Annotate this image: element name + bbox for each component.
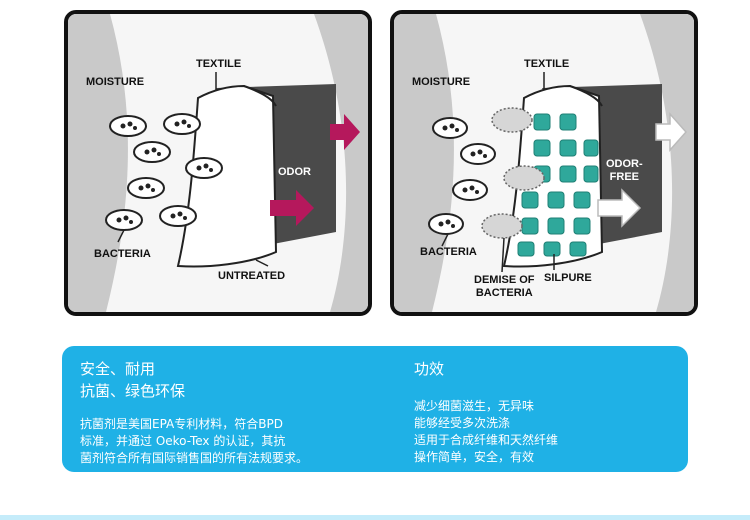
- demise-cloud-icons: [481, 107, 545, 239]
- effects-list-item: 能够经受多次洗涤: [414, 416, 511, 430]
- untreated-illustration: [68, 14, 368, 312]
- bacteria-icons: [428, 117, 496, 235]
- silpure-label: SILPURE: [544, 272, 592, 284]
- description-line: 菌剂符合所有国际销售国的所有法规要求。: [80, 451, 309, 465]
- bacteria-label: BACTERIA: [420, 246, 477, 258]
- moisture-label: MOISTURE: [86, 76, 145, 88]
- info-heading-line2: 抗菌、绿色环保: [80, 382, 186, 400]
- bacteria-label: BACTERIA: [94, 248, 151, 260]
- effects-list-item: 减少细菌滋生，无异味: [414, 399, 535, 413]
- odor-free-arrow-icon: [597, 112, 688, 228]
- odor-free-label: ODOR- FREE: [606, 158, 643, 184]
- odor-free-label-line1: ODOR-: [606, 158, 643, 170]
- moisture-label: MOISTURE: [412, 76, 471, 88]
- effects-heading: 功效: [414, 360, 445, 378]
- odor-label: ODOR: [278, 166, 311, 178]
- demise-label-line1: DEMISE OF: [474, 274, 535, 286]
- silpure-tile-icons: [517, 113, 599, 257]
- silpure-diagram-panel: MOISTURE TEXTILE ODOR- FREE BACTERIA DEM…: [390, 10, 698, 316]
- odor-arrow-icon: [270, 114, 360, 226]
- info-description: 抗菌剂是美国EPA专利材料，符合BPD 标准，并通过 Oeko-Tex 的认证，…: [80, 416, 308, 467]
- textile-label: TEXTILE: [524, 58, 570, 70]
- info-right-column: 功效 减少细菌滋生，无异味 能够经受多次洗涤 适用于合成纤维和天然纤维 操作简单…: [414, 358, 558, 466]
- untreated-label: UNTREATED: [218, 270, 286, 282]
- bacteria-icons: [105, 113, 223, 231]
- effects-list-item: 操作简单，安全，有效: [414, 450, 535, 464]
- info-heading-line1: 安全、耐用: [80, 360, 156, 378]
- demise-of-bacteria-label: DEMISE OF BACTERIA: [474, 274, 535, 300]
- bottom-divider: [0, 515, 750, 520]
- effects-list: 减少细菌滋生，无异味 能够经受多次洗涤 适用于合成纤维和天然纤维 操作简单，安全…: [414, 398, 558, 466]
- silpure-illustration: [394, 14, 694, 312]
- odor-free-label-line2: FREE: [609, 171, 639, 183]
- description-line: 抗菌剂是美国EPA专利材料，符合BPD: [80, 417, 283, 431]
- info-banner: 安全、耐用 抗菌、绿色环保 抗菌剂是美国EPA专利材料，符合BPD 标准，并通过…: [62, 346, 688, 472]
- demise-label-line2: BACTERIA: [475, 287, 533, 299]
- textile-label: TEXTILE: [196, 58, 242, 70]
- description-line: 标准，并通过 Oeko-Tex 的认证，其抗: [80, 434, 286, 448]
- info-left-column: 安全、耐用 抗菌、绿色环保 抗菌剂是美国EPA专利材料，符合BPD 标准，并通过…: [80, 358, 308, 467]
- untreated-diagram-panel: MOISTURE TEXTILE ODOR BACTERIA UNTREATED: [64, 10, 372, 316]
- effects-list-item: 适用于合成纤维和天然纤维: [414, 433, 559, 447]
